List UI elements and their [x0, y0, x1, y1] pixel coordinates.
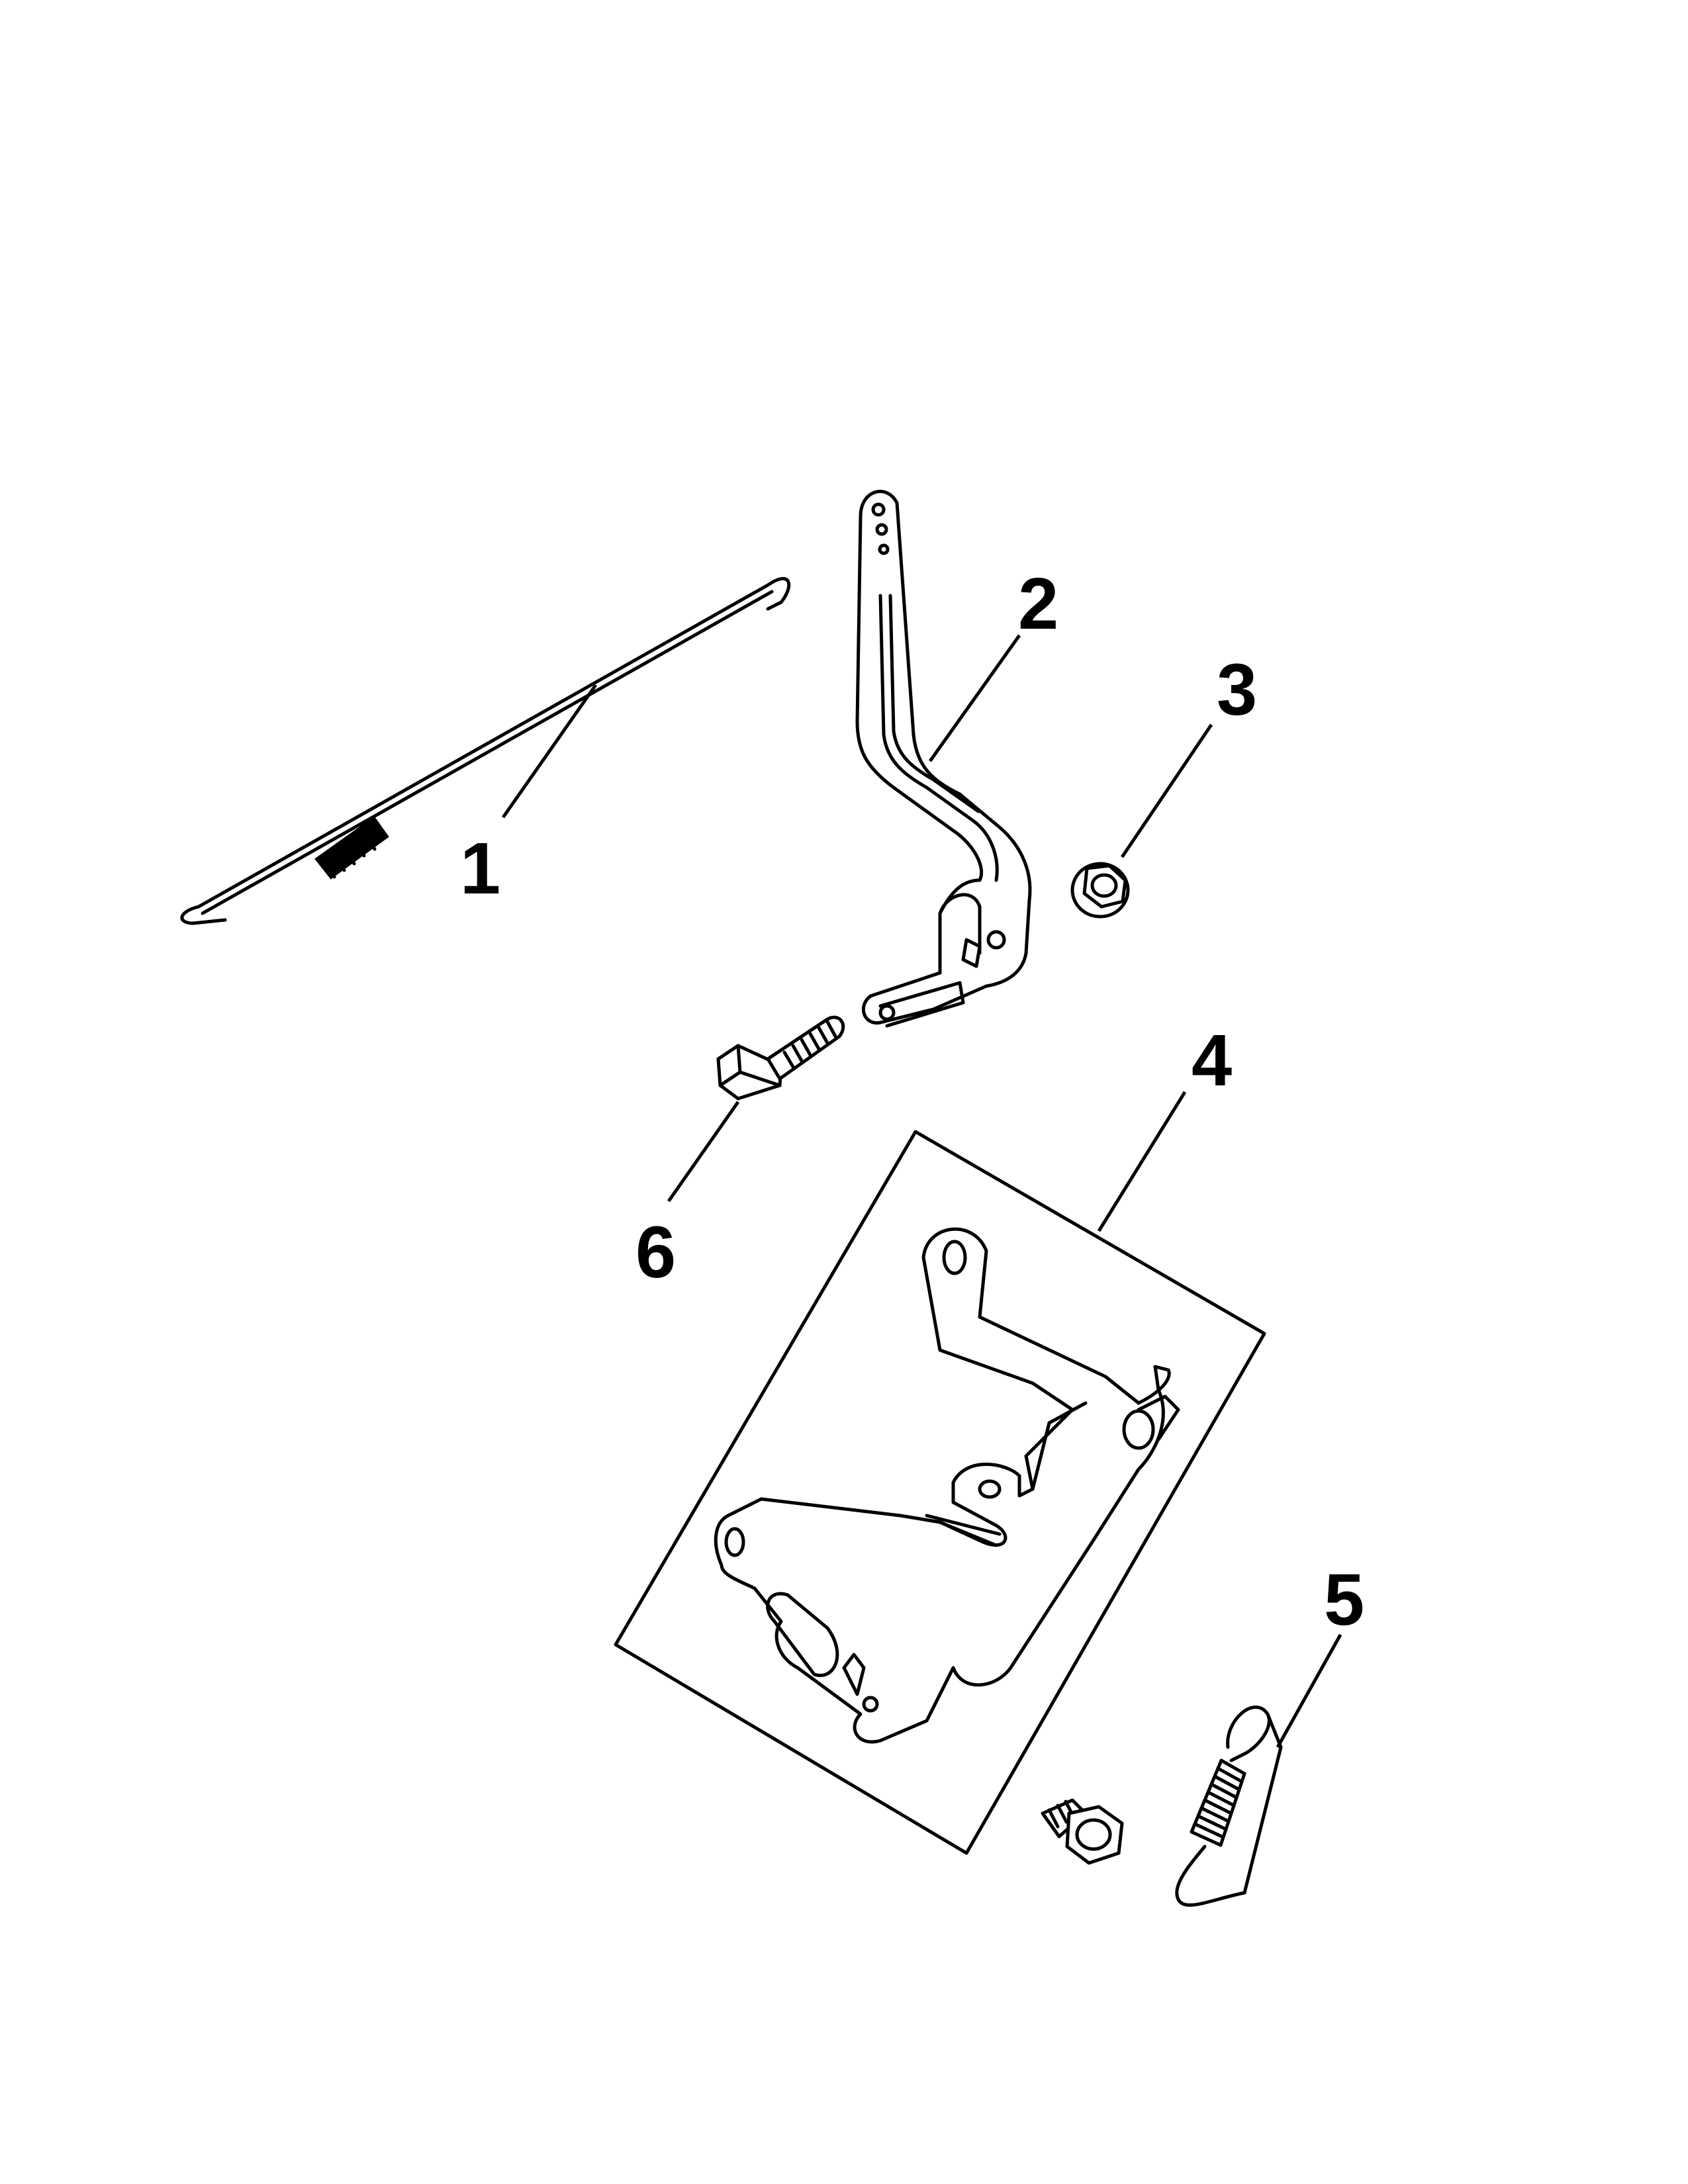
callout-4: 4: [1192, 1020, 1232, 1101]
rod-hook-right-icon: [766, 576, 791, 611]
rod-hook-left-icon: [180, 905, 227, 925]
callout-6: 6: [635, 1212, 676, 1293]
control-lever-part[interactable]: [855, 490, 1032, 1028]
extension-spring-part[interactable]: [1175, 1706, 1283, 1907]
bracket-icon: [714, 1227, 1171, 1744]
hex-bolt-head-icon: [1065, 1805, 1124, 1865]
link-rod-part[interactable]: [180, 576, 791, 925]
carriage-bolt-part[interactable]: [716, 1015, 845, 1101]
leader-line-3: [1120, 723, 1213, 858]
callout-3: 3: [1217, 649, 1257, 731]
bracket-frame: [614, 1130, 1266, 1855]
bolt-threads-icon: [782, 1020, 837, 1069]
callout-1: 1: [460, 828, 500, 909]
leader-line-4: [1097, 1091, 1187, 1232]
bolt-head-icon: [716, 1044, 783, 1101]
callout-2: 2: [1018, 563, 1058, 645]
leader-line-1: [501, 684, 598, 819]
leader-line-6: [667, 1101, 740, 1203]
spring-coil-icon: [1190, 1758, 1246, 1847]
spring-hook-top-icon: [1226, 1706, 1271, 1762]
callout-5: 5: [1324, 1559, 1364, 1641]
hex-bolt-part[interactable]: [1041, 1798, 1124, 1865]
flange-nut-part[interactable]: [1070, 862, 1130, 919]
spring-hook-bottom-icon: [1175, 1844, 1246, 1907]
rod-spring-icon: [314, 816, 389, 880]
rod-icon: [197, 583, 770, 909]
leader-line-5: [1276, 1633, 1342, 1749]
control-bracket-part[interactable]: [614, 1130, 1266, 1855]
lever-arm-icon: [855, 490, 1032, 1024]
leader-line-2: [928, 634, 1021, 762]
hex-nut-icon: [1082, 864, 1127, 909]
